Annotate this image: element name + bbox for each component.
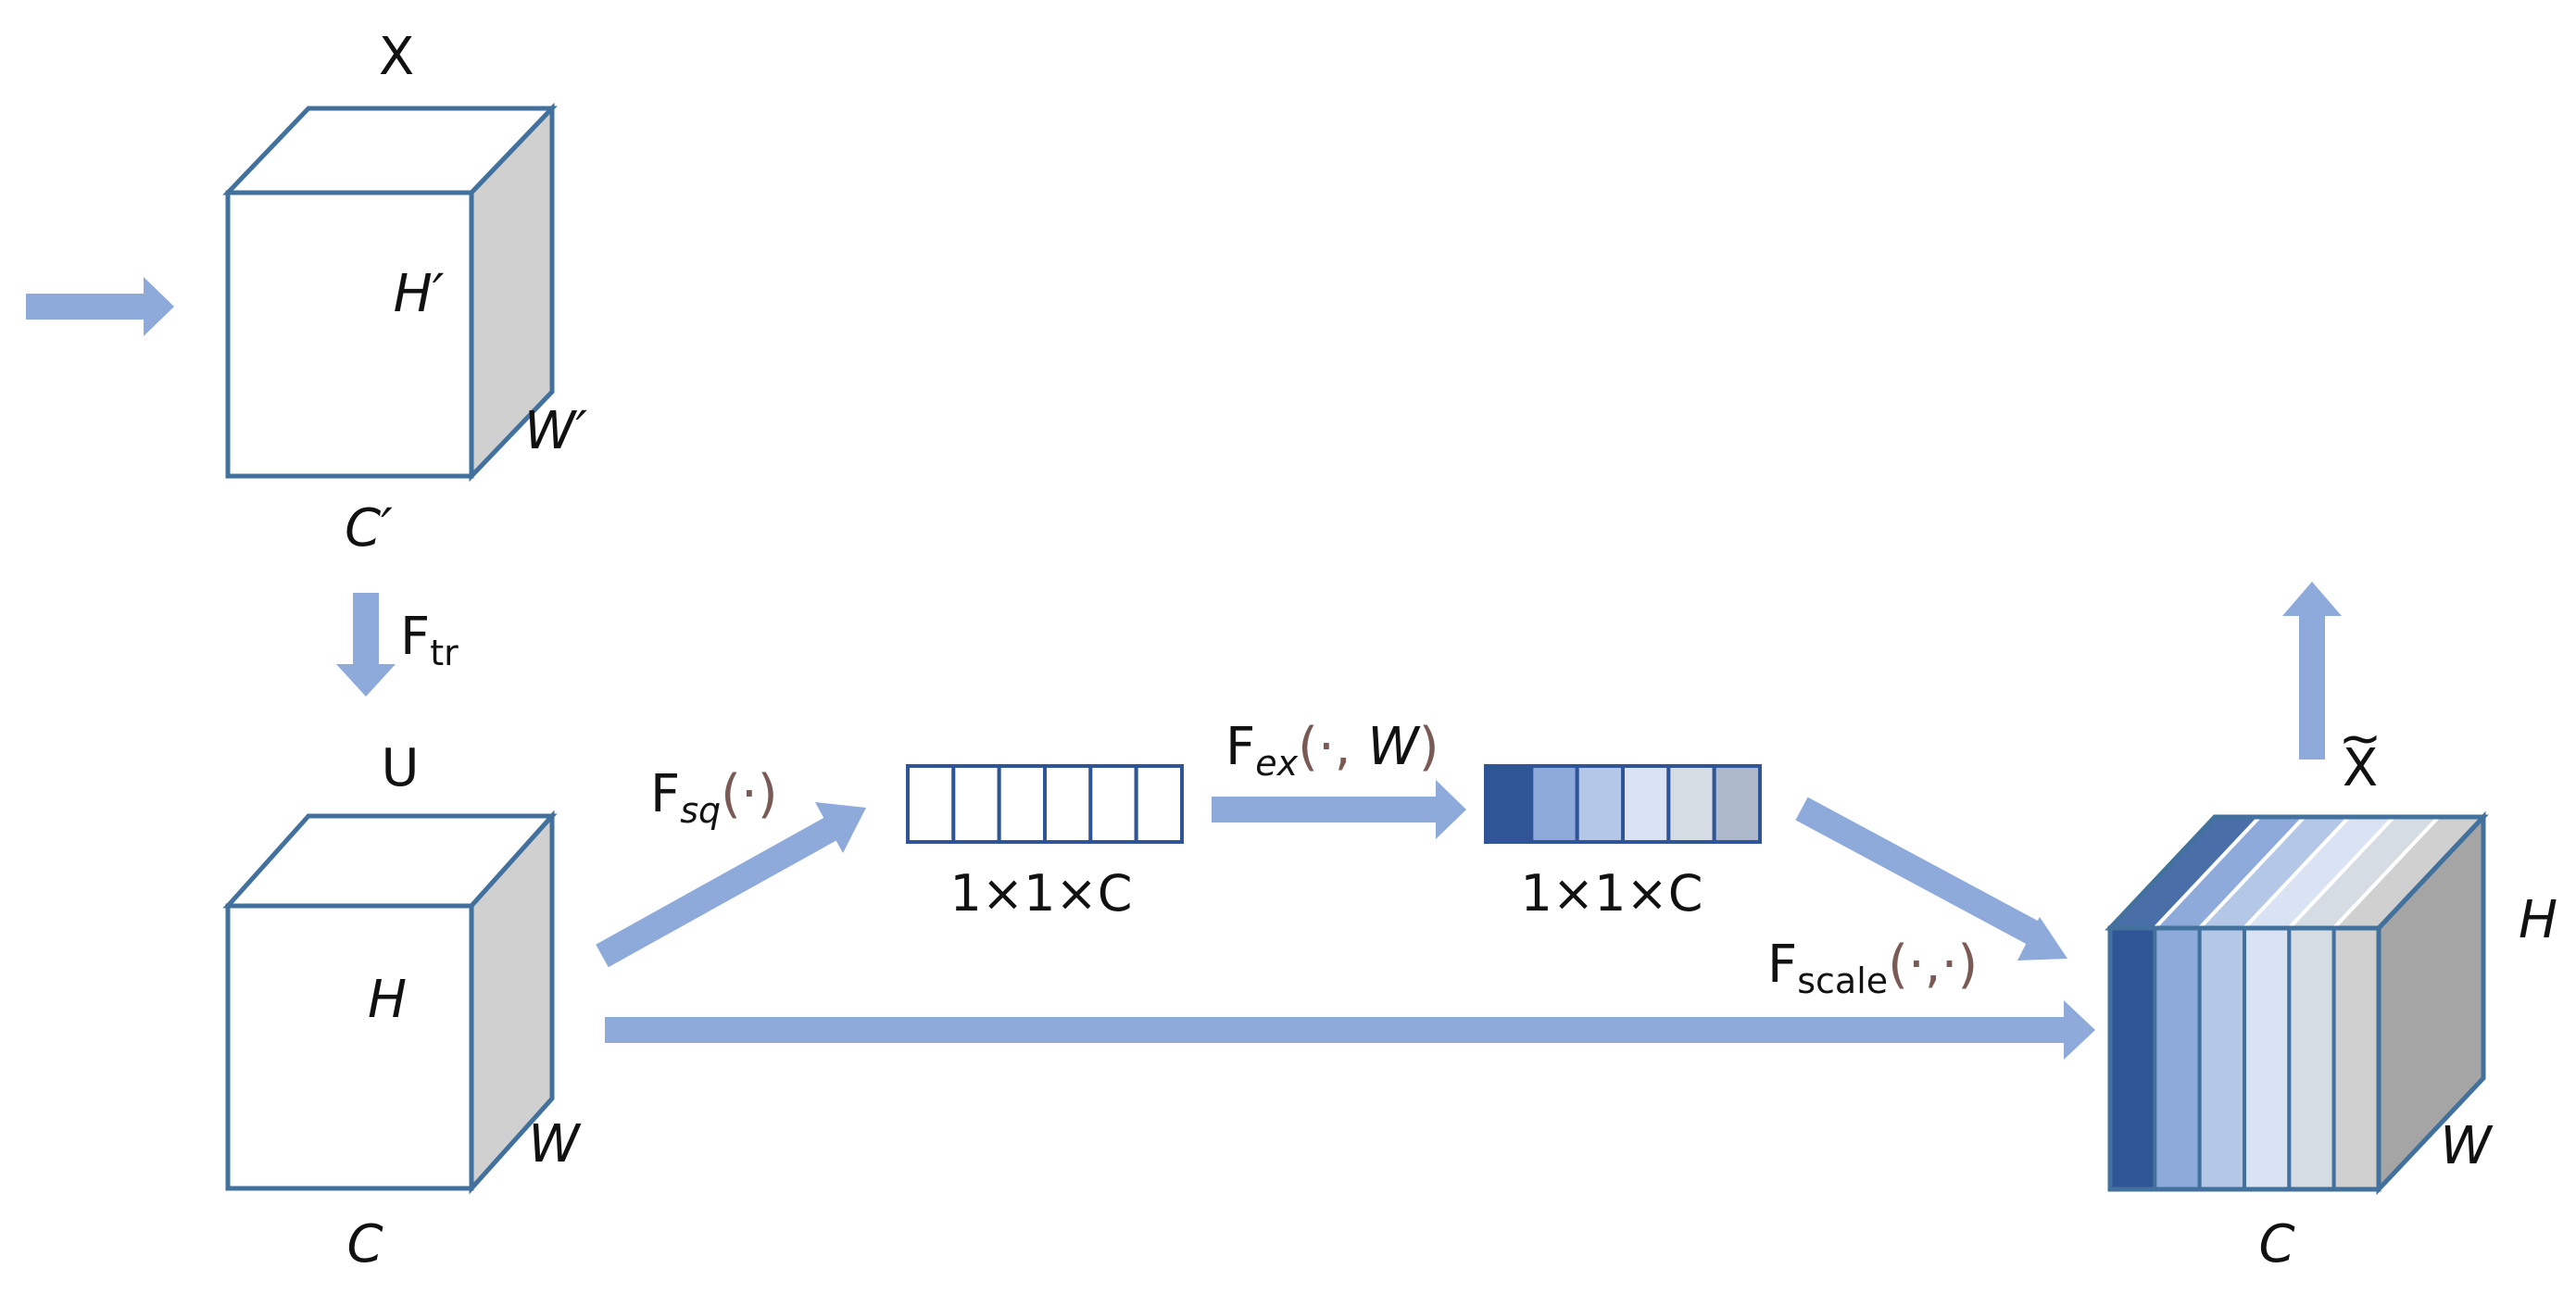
excitation-arrow [1212, 780, 1466, 839]
feature-map-height-label: H [368, 970, 407, 1030]
output-width-label: W [2440, 1116, 2494, 1176]
input-channels-label: C′ [345, 498, 393, 559]
feature-map-front-face [225, 903, 474, 1191]
transform-arrow [336, 593, 396, 697]
squeeze-operator-label: Fsq(·) [650, 764, 778, 831]
output-tensor-channel-slice [2287, 926, 2336, 1191]
squeezed-dim-label: 1×1×C [950, 864, 1133, 923]
squeezed-vector-cell [906, 764, 956, 844]
squeezed-vector-cell [951, 764, 1001, 844]
squeezed-vector-cell [1043, 764, 1093, 844]
input-width-label: W′ [524, 401, 587, 461]
excited-vector-cell [1529, 764, 1579, 844]
squeeze-arrow [596, 802, 866, 968]
feature-map-width-label: W [528, 1114, 582, 1174]
squeezed-vector [906, 764, 1184, 844]
input-tensor-x [222, 102, 558, 483]
excited-vector-cell [1666, 764, 1716, 844]
excitation-operator-label: Fex(·, W) [1225, 717, 1439, 784]
output-channels-label: C [2258, 1214, 2294, 1275]
output-tensor [2105, 810, 2489, 1196]
weights-to-output-arrow [1795, 797, 2067, 961]
squeezed-vector-cell [1134, 764, 1184, 844]
scale-operator-label: Fscale(·,·) [1767, 935, 1978, 1001]
feature-map-u [222, 810, 558, 1195]
excited-vector-cell [1712, 764, 1762, 844]
output-tensor-channel-slice [2197, 926, 2247, 1191]
input-arrow [26, 277, 174, 336]
output-tensor-channel-slice [2243, 926, 2292, 1191]
squeezed-vector-cell [1088, 764, 1138, 844]
input-height-label: H′ [394, 264, 445, 324]
output-tensor-front-outline [2107, 925, 2381, 1192]
output-tensor-channel-slice [2108, 926, 2157, 1191]
output-tensor-channel-slice [2331, 926, 2381, 1191]
feature-map-channels-label: C [346, 1214, 383, 1275]
output-tensor-tilde: ~ [2339, 709, 2382, 769]
excited-vector [1484, 764, 1762, 844]
input-tensor-front-face [225, 190, 474, 479]
scale-arrow [605, 1000, 2095, 1060]
feature-map-label: U [382, 738, 420, 798]
transform-operator-label: Ftr [400, 607, 459, 673]
excited-vector-cell [1484, 764, 1534, 844]
excited-vector-cell [1575, 764, 1625, 844]
input-tensor-label: X [379, 27, 414, 87]
output-arrow [2282, 582, 2342, 760]
output-tensor-label: X [2343, 738, 2378, 798]
squeezed-vector-cell [997, 764, 1047, 844]
excited-dim-label: 1×1×C [1521, 864, 1703, 923]
excited-vector-cell [1621, 764, 1671, 844]
output-height-label: H [2519, 890, 2557, 950]
output-tensor-channel-slice [2153, 926, 2202, 1191]
